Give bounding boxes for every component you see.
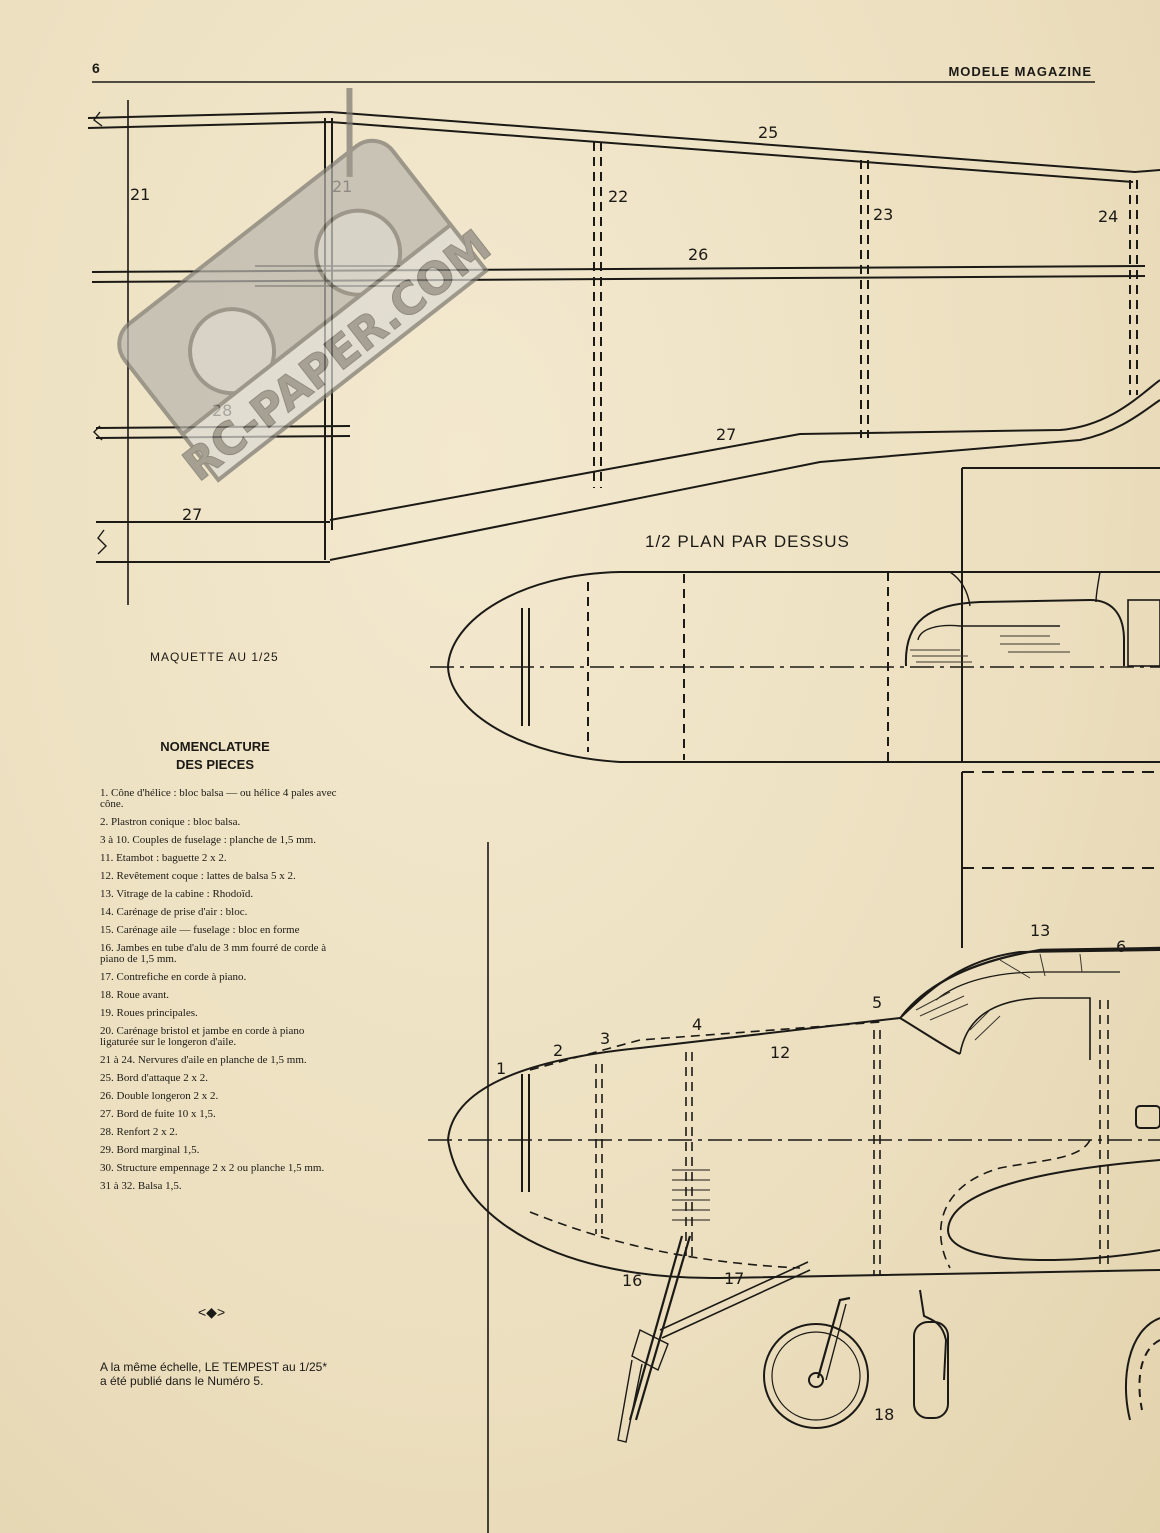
nomenclature-title-line1: NOMENCLATURE — [160, 739, 270, 754]
list-item: 14. Carénage de prise d'air : bloc. — [100, 906, 248, 918]
list-item: 19. Roues principales. — [100, 1007, 198, 1019]
wing-label-23: 23 — [873, 205, 893, 224]
list-item: 28. Renfort 2 x 2. — [100, 1126, 178, 1138]
list-item: 11. Etambot : baguette 2 x 2. — [100, 852, 227, 864]
list-item: 18. Roue avant. — [100, 989, 170, 1001]
list-item: 26. Double longeron 2 x 2. — [100, 1090, 219, 1102]
list-item: 1. Cône d'hélice : bloc balsa — ou hélic… — [100, 787, 337, 810]
list-item: 21 à 24. Nervures d'aile en planche de 1… — [100, 1054, 307, 1066]
list-item: 3 à 10. Couples de fuselage : planche de… — [100, 834, 316, 846]
wing-label-24: 24 — [1098, 207, 1118, 226]
magazine-title: MODELE MAGAZINE — [948, 64, 1092, 79]
nomenclature-list: 1. Cône d'hélice : bloc balsa — ou hélic… — [100, 788, 340, 1199]
plan-title: 1/2 PLAN PAR DESSUS — [645, 532, 850, 551]
part-label-16: 16 — [622, 1271, 642, 1290]
wing-label-26: 26 — [688, 245, 708, 264]
wing-label-21a: 21 — [130, 185, 150, 204]
list-item: 29. Bord marginal 1,5. — [100, 1144, 200, 1156]
list-item: 30. Structure empennage 2 x 2 ou planche… — [100, 1162, 325, 1174]
part-label-6: 6 — [1116, 937, 1126, 956]
list-item: 27. Bord de fuite 10 x 1,5. — [100, 1108, 216, 1120]
wing-label-25: 25 — [758, 123, 778, 142]
part-label-18: 18 — [874, 1405, 894, 1424]
nomenclature-title: NOMENCLATURE DES PIECES — [120, 738, 310, 774]
footnote: A la même échelle, LE TEMPEST au 1/25* a… — [100, 1360, 328, 1388]
list-item: 17. Contrefiche en corde à piano. — [100, 971, 247, 983]
page-number: 6 — [92, 60, 100, 76]
wing-label-27b: 27 — [182, 505, 202, 524]
wing-label-27a: 27 — [716, 425, 736, 444]
list-item: 25. Bord d'attaque 2 x 2. — [100, 1072, 208, 1084]
list-item: 31 à 32. Balsa 1,5. — [100, 1180, 182, 1192]
list-item: 12. Revêtement coque : lattes de balsa 5… — [100, 870, 296, 882]
list-item: 16. Jambes en tube d'alu de 3 mm fourré … — [100, 942, 327, 965]
part-label-4: 4 — [692, 1015, 702, 1034]
part-label-12: 12 — [770, 1043, 790, 1062]
list-item: 20. Carénage bristol et jambe en corde à… — [100, 1025, 305, 1048]
part-label-5: 5 — [872, 993, 882, 1012]
part-label-2: 2 — [553, 1041, 563, 1060]
nomenclature-title-line2: DES PIECES — [175, 757, 255, 772]
part-label-1: 1 — [496, 1059, 506, 1078]
list-item: 13. Vitrage de la cabine : Rhodoïd. — [100, 888, 254, 900]
part-label-3: 3 — [600, 1029, 610, 1048]
scale-caption: MAQUETTE AU 1/25 — [150, 650, 279, 664]
list-item: 15. Carénage aile — fuselage : bloc en f… — [100, 924, 300, 936]
list-item: 2. Plastron conique : bloc balsa. — [100, 816, 241, 828]
wing-label-22: 22 — [608, 187, 628, 206]
part-label-17: 17 — [724, 1269, 744, 1288]
ornament: <◆> — [198, 1304, 226, 1320]
part-label-13: 13 — [1030, 921, 1050, 940]
watermark-logo: RC-PAPER.COM — [117, 88, 501, 492]
